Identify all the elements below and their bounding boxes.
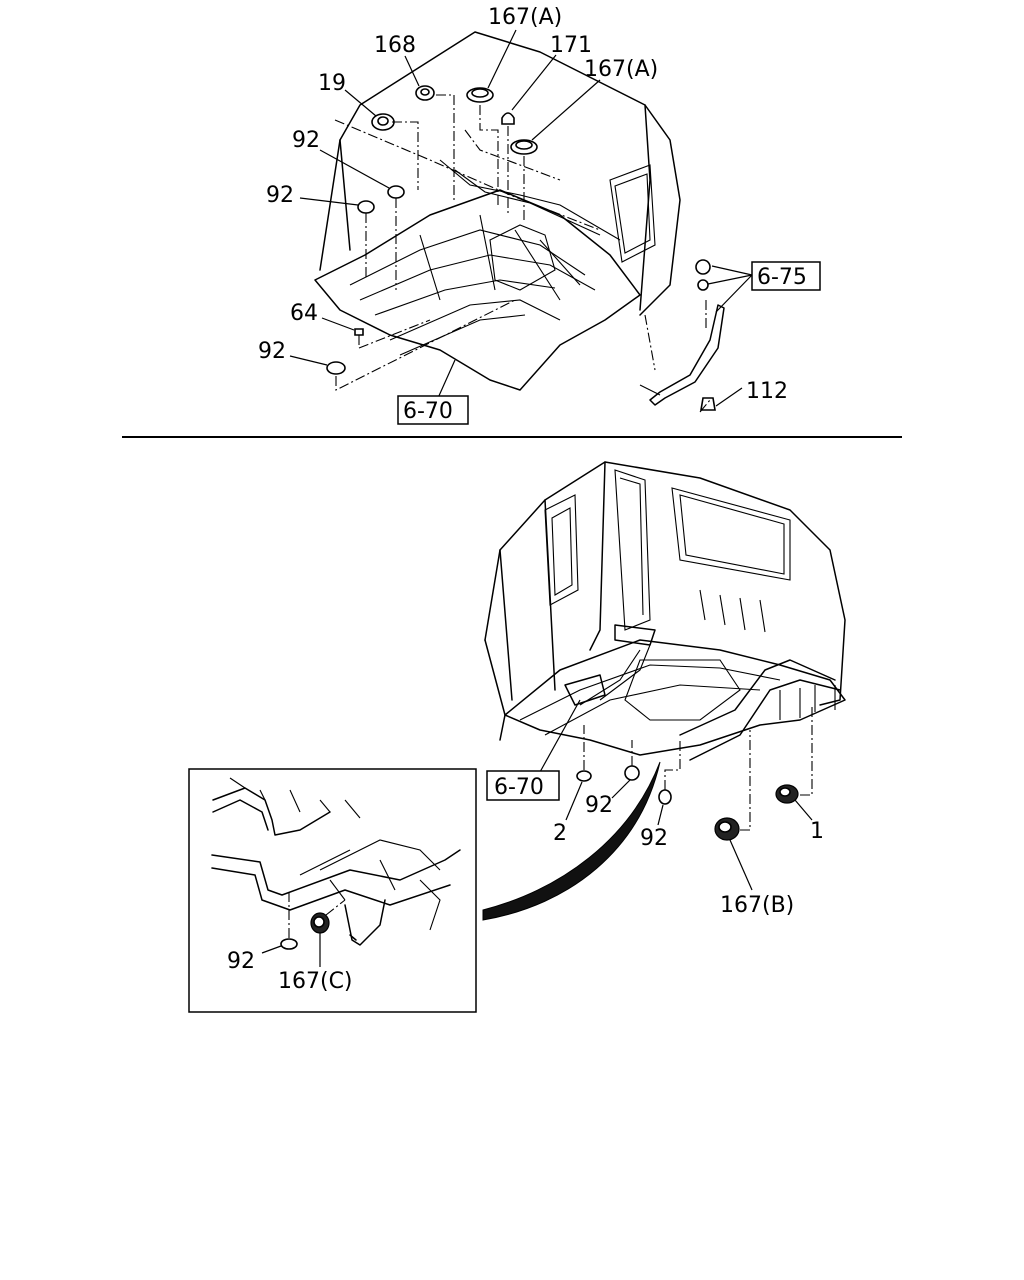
inset-pointer-arrow	[482, 761, 661, 921]
plug-92-d	[624, 765, 640, 781]
ref-box-6-75	[751, 261, 821, 291]
bolt-64	[354, 328, 364, 336]
plug-92-c	[326, 361, 346, 375]
callout-167a-top: 167(A)	[488, 5, 562, 30]
callout-92-b: 92	[266, 183, 294, 208]
callout-167a-right: 167(A)	[584, 57, 658, 82]
callout-2: 2	[553, 821, 567, 846]
cap-171	[501, 112, 515, 125]
ref-box-6-70-top	[397, 395, 469, 425]
callout-168: 168	[374, 33, 416, 58]
plug-92-b	[357, 200, 375, 214]
plug-92-a	[387, 185, 405, 199]
callout-92-e: 92	[640, 826, 668, 851]
callout-6-75: 6-75	[757, 265, 807, 290]
top-parts	[289, 29, 753, 413]
inset-detail-view	[188, 768, 477, 1013]
cab-floor-illustration-top	[314, 31, 725, 406]
callout-171: 171	[550, 33, 592, 58]
callout-112: 112	[746, 379, 788, 404]
callout-92-inset: 92	[227, 949, 255, 974]
ref-box-6-70-bottom	[486, 770, 560, 801]
callout-19: 19	[318, 71, 346, 96]
inset-frame	[188, 768, 477, 1013]
plug-2	[576, 770, 592, 782]
callout-92-c: 92	[258, 339, 286, 364]
callout-64: 64	[290, 301, 318, 326]
callout-167b: 167(B)	[720, 893, 794, 918]
callout-167c: 167(C)	[278, 969, 353, 994]
plug-92-inset	[280, 938, 298, 950]
callout-92-d: 92	[585, 793, 613, 818]
cab-underside-illustration	[484, 461, 846, 761]
callout-6-70-top: 6-70	[403, 399, 453, 424]
bottom-parts	[539, 699, 813, 891]
callout-6-70-bottom: 6-70	[494, 775, 544, 800]
callout-1: 1	[810, 819, 824, 844]
callout-92-a: 92	[292, 128, 320, 153]
plug-92-e	[658, 789, 672, 805]
